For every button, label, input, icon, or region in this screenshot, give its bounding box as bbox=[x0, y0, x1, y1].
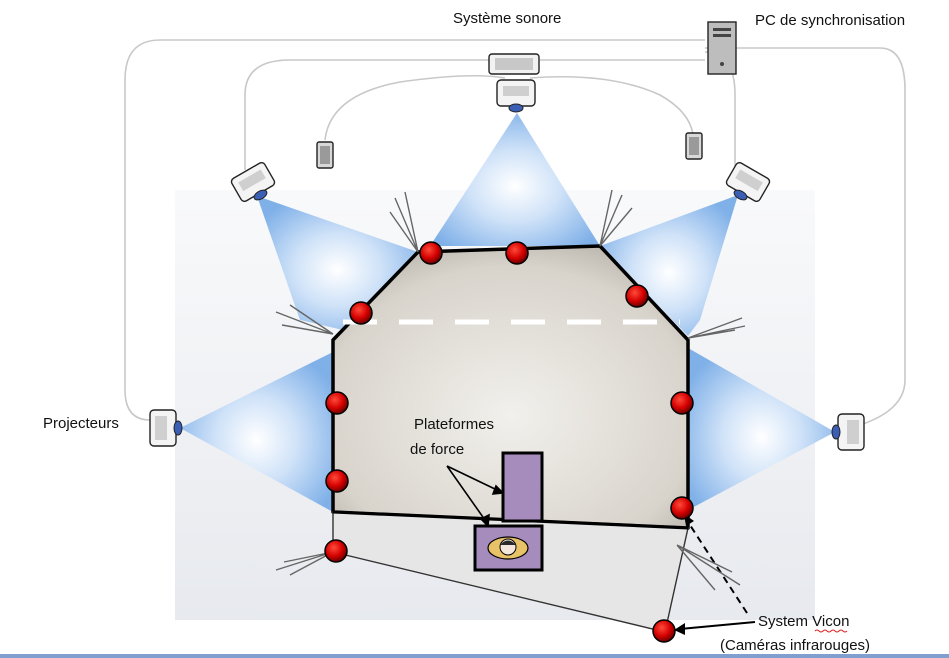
vicon-camera-icon bbox=[625, 284, 649, 308]
vicon-camera-icon bbox=[670, 496, 694, 520]
projection-beams bbox=[180, 113, 835, 512]
vicon-camera-icon bbox=[324, 539, 348, 563]
computer-tower-icon bbox=[707, 21, 737, 75]
force-plate-arrows bbox=[446, 465, 505, 528]
cables bbox=[124, 39, 906, 426]
projectors-label: Projecteurs bbox=[43, 415, 119, 432]
beam-right bbox=[688, 348, 835, 510]
subject-icon bbox=[487, 536, 529, 560]
vicon-camera-icon bbox=[419, 241, 443, 265]
projector-icon bbox=[230, 162, 276, 202]
camera-mounts bbox=[275, 189, 746, 591]
sound-system-icon bbox=[488, 53, 540, 75]
vicon-label-line1: System Vicon bbox=[758, 613, 849, 630]
vicon-camera-icon bbox=[349, 301, 373, 325]
speaker-icon bbox=[685, 132, 703, 160]
vicon-camera-icon bbox=[325, 469, 349, 493]
vicon-cameras bbox=[324, 241, 694, 643]
bottom-edge-strip bbox=[0, 654, 949, 658]
force-plate-2 bbox=[473, 524, 544, 572]
sound-system-label: Système sonore bbox=[453, 10, 561, 27]
spellcheck-underline bbox=[814, 629, 848, 633]
beam-upper-left bbox=[257, 196, 418, 330]
vicon-camera-icon bbox=[325, 391, 349, 415]
beam-top bbox=[430, 113, 600, 246]
projector-icon bbox=[725, 162, 771, 202]
vicon-camera-icon bbox=[505, 241, 529, 265]
sync-pc-label: PC de synchronisation bbox=[755, 12, 905, 29]
projector-icon bbox=[831, 413, 865, 451]
projector-icon bbox=[149, 409, 183, 447]
force-plate-1 bbox=[501, 451, 544, 523]
vicon-label-line2: (Caméras infrarouges) bbox=[720, 637, 870, 654]
force-plates-label-line1: Plateformes bbox=[414, 416, 494, 433]
speaker-icon bbox=[316, 141, 334, 169]
force-plates-label-line2: de force bbox=[410, 441, 464, 458]
beam-upper-right bbox=[600, 195, 738, 336]
vicon-camera-icon bbox=[670, 391, 694, 415]
projector-icon bbox=[496, 79, 536, 113]
beam-left bbox=[180, 352, 333, 512]
vicon-camera-icon bbox=[652, 619, 676, 643]
